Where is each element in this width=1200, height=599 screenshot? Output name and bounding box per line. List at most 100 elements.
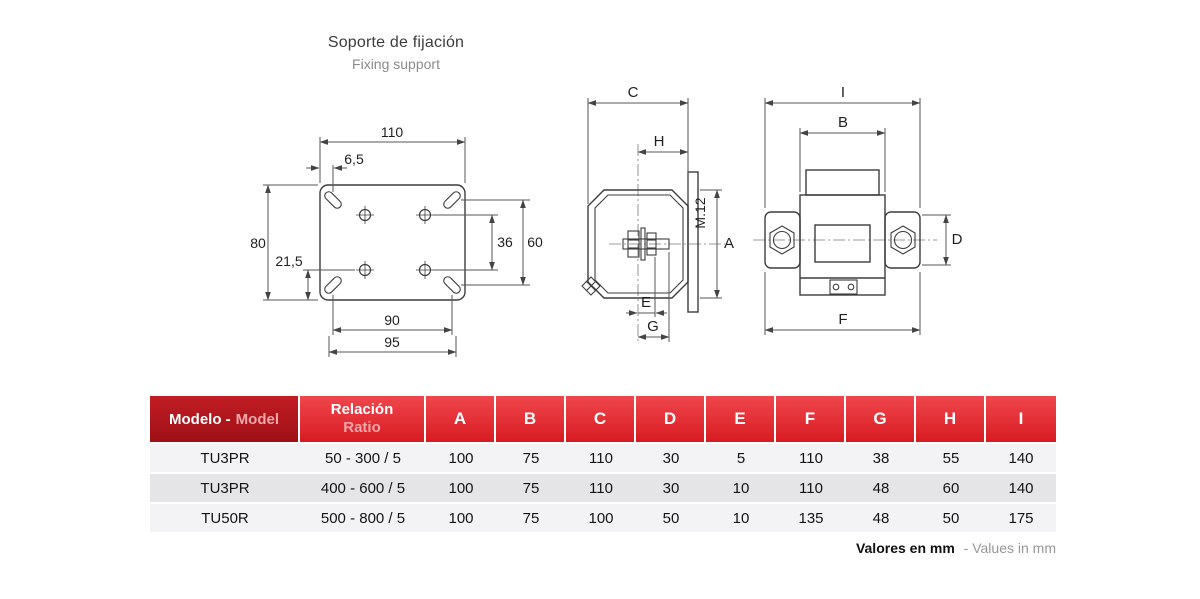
- col-header-f: F: [776, 396, 846, 442]
- dim-total-width: [319, 137, 466, 183]
- col-header-d: D: [636, 396, 706, 442]
- dim-total-height: [263, 184, 318, 301]
- dim-slot-offset: [306, 165, 347, 192]
- cell-i: 140: [986, 444, 1056, 472]
- col-header-ratio: Relación Ratio: [300, 396, 426, 442]
- col-header-b: B: [496, 396, 566, 442]
- table-row: TU3PR 400 - 600 / 5 100 75 110 30 10 110…: [150, 472, 1056, 502]
- units-note-en: - Values in mm: [963, 540, 1056, 556]
- units-note-es: Valores en mm: [855, 540, 955, 556]
- cell-h: 55: [916, 444, 986, 472]
- cell-model: TU3PR: [150, 474, 300, 502]
- dim-label-21-5: 21,5: [275, 253, 302, 269]
- terminal-block: [829, 279, 858, 295]
- cell-c: 100: [566, 504, 636, 532]
- transformer-body: [799, 169, 886, 296]
- title-english: Fixing support: [352, 56, 440, 72]
- dim-label-36: 36: [497, 234, 513, 250]
- dim-slot-spacing-v: [461, 199, 530, 286]
- table-row: TU3PR 50 - 300 / 5 100 75 110 30 5 110 3…: [150, 442, 1056, 472]
- dim-d: [922, 214, 951, 266]
- cell-model: TU3PR: [150, 444, 300, 472]
- page-title: Soporte de fijación Fixing support: [286, 34, 506, 72]
- title-spanish: Soporte de fijación: [327, 34, 465, 51]
- dim-label-i: I: [841, 84, 845, 101]
- col-header-i: I: [986, 396, 1056, 442]
- dim-label-80: 80: [250, 235, 266, 251]
- cell-ratio: 400 - 600 / 5: [300, 474, 426, 502]
- dim-e: [626, 257, 667, 317]
- dim-label-90: 90: [384, 312, 400, 328]
- dim-label-e: E: [641, 294, 651, 311]
- cell-f: 110: [776, 444, 846, 472]
- cell-d: 30: [636, 474, 706, 502]
- dim-label-h: H: [654, 133, 665, 150]
- cell-g: 48: [846, 504, 916, 532]
- cell-g: 38: [846, 444, 916, 472]
- corner-slots: [324, 191, 461, 294]
- cell-ratio: 50 - 300 / 5: [300, 444, 426, 472]
- col-header-c: C: [566, 396, 636, 442]
- body-inner-wall: [594, 194, 684, 294]
- mounting-flange: [687, 171, 699, 313]
- terminal-bolt: [622, 227, 670, 261]
- cell-e: 10: [706, 474, 776, 502]
- cell-f: 110: [776, 474, 846, 502]
- dim-slot-spacing-h: [332, 295, 453, 335]
- plate-outline: [319, 184, 466, 301]
- col-header-model: Modelo - Model: [150, 396, 300, 442]
- model-label-en: Model: [235, 410, 279, 428]
- dim-label-d: D: [952, 231, 963, 248]
- cell-a: 100: [426, 504, 496, 532]
- dimensions-table: Modelo - Model Relación Ratio A B C D E …: [150, 396, 1056, 532]
- front-view-drawing: I B D F: [753, 84, 963, 335]
- cell-e: 5: [706, 444, 776, 472]
- col-header-e: E: [706, 396, 776, 442]
- cell-i: 175: [986, 504, 1056, 532]
- dim-b: [799, 128, 886, 192]
- col-header-a: A: [426, 396, 496, 442]
- dim-label-b: B: [838, 114, 848, 131]
- dim-label-110: 110: [381, 124, 404, 140]
- mounting-holes: [356, 206, 434, 279]
- cell-b: 75: [496, 504, 566, 532]
- cell-c: 110: [566, 474, 636, 502]
- table-row: TU50R 500 - 800 / 5 100 75 100 50 10 135…: [150, 502, 1056, 532]
- dim-support-width: [328, 336, 457, 357]
- cell-h: 50: [916, 504, 986, 532]
- cell-d: 30: [636, 444, 706, 472]
- col-header-g: G: [846, 396, 916, 442]
- dim-a: [700, 189, 722, 299]
- dim-hole-spacing: [433, 214, 498, 271]
- dim-label-g: G: [647, 318, 659, 335]
- cell-b: 75: [496, 474, 566, 502]
- dim-label-a: A: [724, 235, 734, 252]
- thread-label: M.12: [692, 197, 708, 228]
- dim-label-6-5: 6,5: [344, 151, 364, 167]
- cell-b: 75: [496, 444, 566, 472]
- dim-label-c: C: [628, 84, 639, 101]
- ratio-label-es: Relación: [330, 401, 394, 419]
- ground-screw: [581, 276, 601, 296]
- cell-f: 135: [776, 504, 846, 532]
- cell-a: 100: [426, 444, 496, 472]
- cell-model: TU50R: [150, 504, 300, 532]
- cell-a: 100: [426, 474, 496, 502]
- dim-i: [764, 98, 921, 208]
- plate-drawing: 110 6,5 80 21,5 36 60: [250, 124, 543, 357]
- cell-d: 50: [636, 504, 706, 532]
- table-header-row: Modelo - Model Relación Ratio A B C D E …: [150, 396, 1056, 442]
- dim-g: [637, 252, 670, 342]
- cell-c: 110: [566, 444, 636, 472]
- side-view-drawing: C H M.12 A E G: [581, 84, 734, 342]
- dim-f: [764, 272, 921, 335]
- ratio-label-en: Ratio: [343, 419, 381, 436]
- cell-ratio: 500 - 800 / 5: [300, 504, 426, 532]
- model-label-es: Modelo -: [169, 410, 231, 428]
- body-outline: [587, 189, 689, 299]
- cell-e: 10: [706, 504, 776, 532]
- cell-i: 140: [986, 474, 1056, 502]
- col-header-h: H: [916, 396, 986, 442]
- cell-h: 60: [916, 474, 986, 502]
